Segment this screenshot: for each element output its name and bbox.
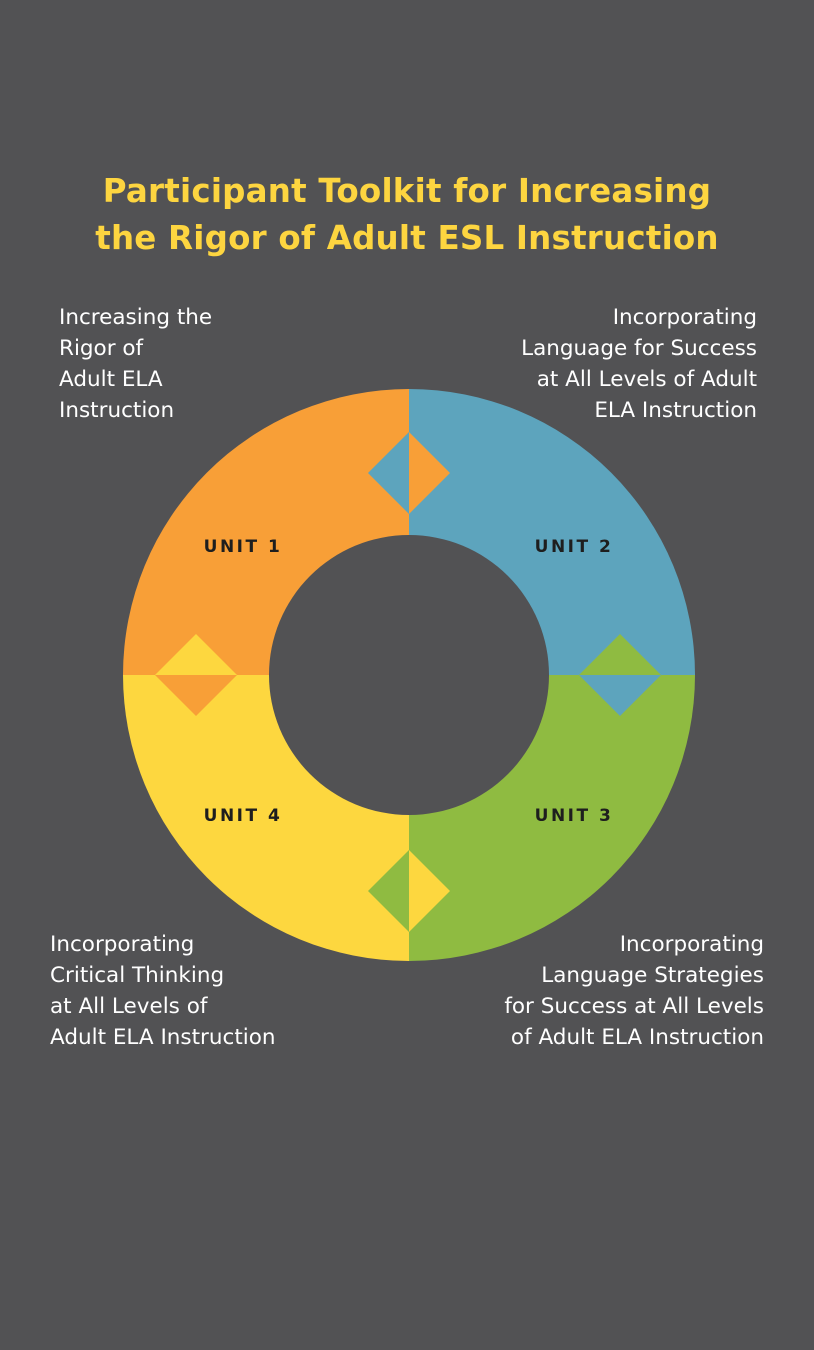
unit-2-description-line: at All Levels of Adult	[536, 367, 757, 392]
unit-4-description-line: at All Levels of	[50, 994, 208, 1019]
connector-3-4-right-half	[409, 850, 450, 932]
page-title-line-1: Participant Toolkit for Increasing	[102, 172, 712, 210]
unit-3-description: Incorporating Language Strategies for Su…	[504, 929, 764, 1053]
unit-3-description-line: of Adult ELA Instruction	[510, 1025, 764, 1050]
unit-2-description-line: Language for Success	[521, 336, 757, 361]
unit-4-description: Incorporating Critical Thinking at All L…	[50, 929, 276, 1053]
unit-2-description-line: ELA Instruction	[594, 398, 757, 423]
unit-1-description-line: Increasing the	[59, 305, 213, 330]
connector-2-3-top-half	[579, 634, 661, 675]
unit-1-description-line: Adult ELA	[59, 367, 163, 392]
connector-3-4-left-half	[368, 850, 409, 932]
unit-3-description-line: Incorporating	[619, 932, 764, 957]
unit-1-description-line: Rigor of	[59, 336, 144, 361]
connector-4-1-top-half	[155, 634, 237, 675]
unit-3-label: UNIT 3	[535, 806, 614, 826]
unit-4-description-line: Incorporating	[50, 932, 195, 957]
connector-1-2-right-half	[409, 432, 450, 514]
unit-4-label: UNIT 4	[204, 806, 283, 826]
ring-center-hole	[269, 535, 549, 815]
unit-2-description: Incorporating Language for Success at Al…	[521, 302, 757, 426]
unit-2-description-line: Incorporating	[612, 305, 757, 330]
unit-4-description-line: Adult ELA Instruction	[50, 1025, 276, 1050]
page-title-line-2: the Rigor of Adult ESL Instruction	[95, 219, 719, 257]
connector-2-3-bottom-half	[579, 675, 661, 716]
connector-1-2-left-half	[368, 432, 409, 514]
unit-4-description-line: Critical Thinking	[50, 963, 225, 988]
page-title: Participant Toolkit for Increasing the R…	[0, 168, 814, 262]
unit-1-description: Increasing the Rigor of Adult ELA Instru…	[59, 302, 212, 426]
unit-3-description-line: Language Strategies	[541, 963, 764, 988]
unit-2-label: UNIT 2	[535, 537, 614, 557]
unit-1-description-line: Instruction	[59, 398, 175, 423]
connector-4-1-bottom-half	[155, 675, 237, 716]
unit-3-description-line: for Success at All Levels	[504, 994, 764, 1019]
unit-1-label: UNIT 1	[204, 537, 283, 557]
